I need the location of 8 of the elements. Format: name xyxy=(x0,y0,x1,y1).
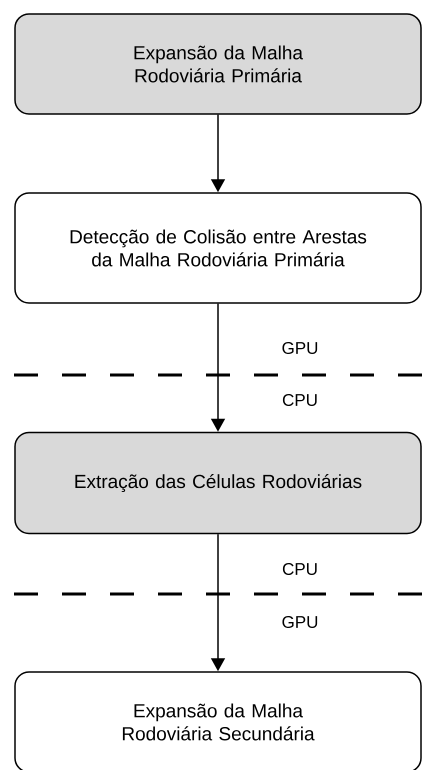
process-box: Extração das Células Rodoviárias xyxy=(14,432,422,534)
layer-label: GPU xyxy=(282,616,318,628)
layer-label: GPU xyxy=(282,342,318,354)
process-box: Expansão da Malha Rodoviária Primária xyxy=(14,13,422,115)
layer-label: CPU xyxy=(282,562,317,576)
process-box: Expansão da Malha Rodoviária Secundária xyxy=(14,671,422,770)
process-box: Detecção de Colisão entre Arestas da Malha Rodoviária Primária xyxy=(14,192,422,304)
layer-label: CPU xyxy=(282,394,317,406)
